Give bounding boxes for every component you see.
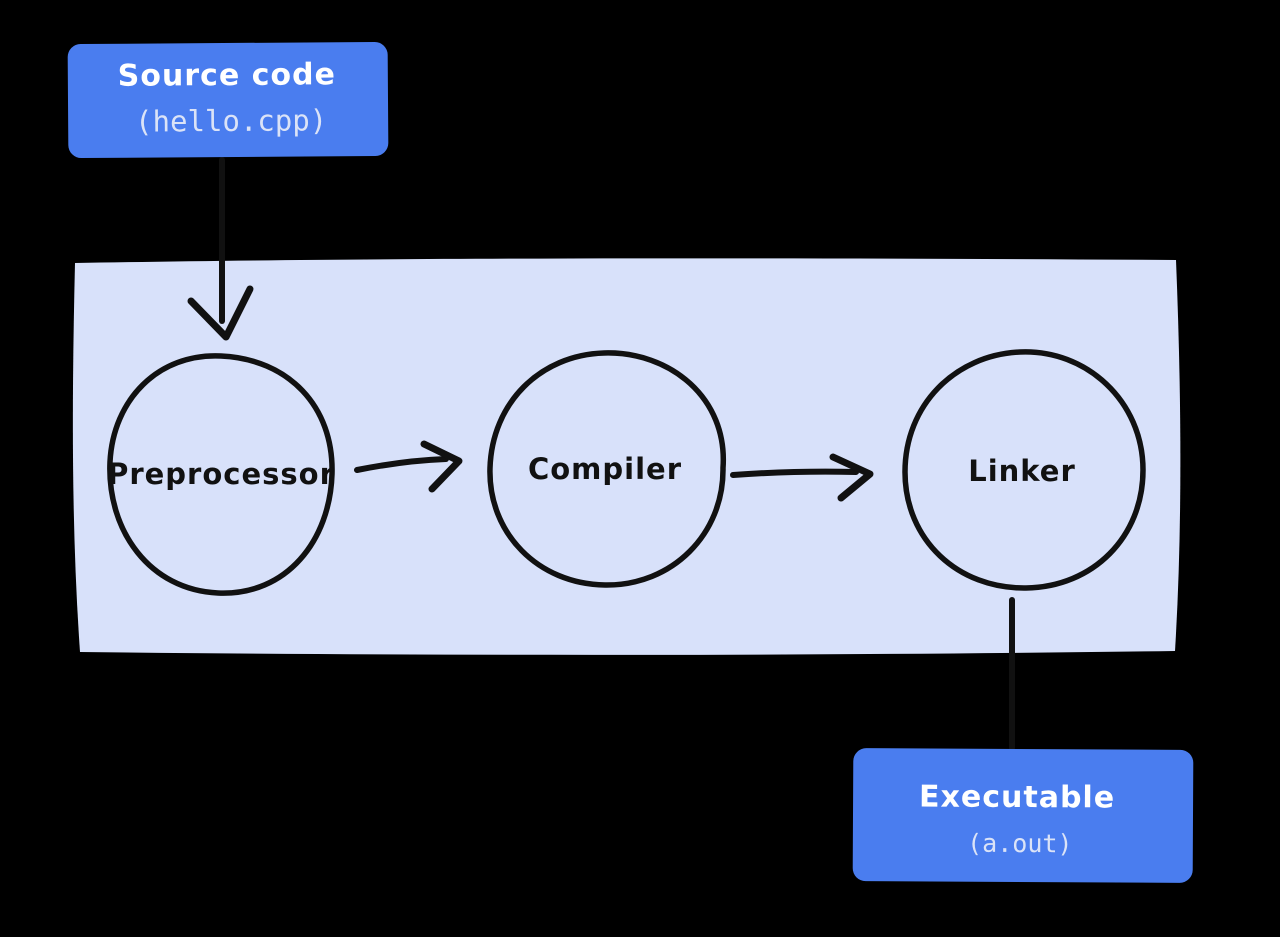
preprocessor-label: Preprocessor: [107, 457, 335, 491]
source-code-title: Source code: [118, 57, 336, 94]
executable-title: Executable: [919, 779, 1115, 815]
arrow-shaft: [354, 456, 449, 473]
node-linker: Linker: [902, 349, 1146, 591]
preprocessor-circle: [107, 353, 335, 596]
source-code-box: Source code (hello.cpp): [67, 41, 389, 159]
compiler-circle: [487, 350, 726, 588]
node-preprocessor: Preprocessor: [107, 353, 335, 596]
executable-box: Executable (a.out): [852, 748, 1194, 883]
arrow-head: [187, 285, 254, 341]
pipeline-band: [72, 258, 1181, 655]
arrow-preprocessor-to-compiler: [354, 440, 463, 493]
linker-label: Linker: [968, 454, 1076, 488]
arrow-source-to-preprocessor: [187, 157, 254, 341]
linker-circle: [902, 349, 1146, 591]
executable-box-bg: [852, 748, 1194, 883]
node-compiler: Compiler: [487, 350, 726, 588]
source-code-box-bg: [67, 41, 389, 159]
arrow-compiler-to-linker: [730, 453, 874, 502]
executable-filename: (a.out): [967, 829, 1073, 859]
compiler-label: Compiler: [528, 452, 682, 486]
arrow-head: [829, 453, 874, 502]
source-code-filename: (hello.cpp): [135, 103, 327, 138]
arrow-shaft: [730, 468, 859, 478]
arrow-head: [420, 440, 463, 493]
